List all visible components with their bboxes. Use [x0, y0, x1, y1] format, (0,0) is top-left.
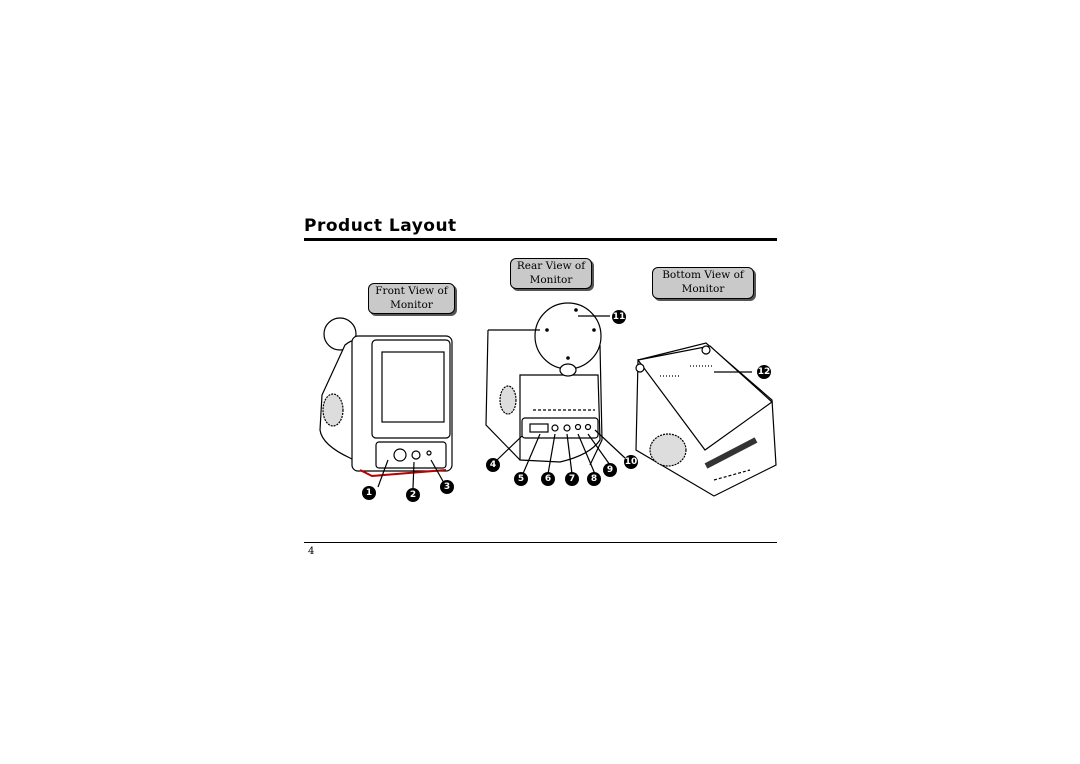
callout-9: 9 — [603, 463, 617, 477]
bottom-view-label-line1: Bottom View of — [662, 269, 744, 281]
front-view-label-line1: Front View of — [375, 285, 448, 297]
callout-7: 7 — [565, 472, 579, 486]
rear-view-label-line1: Rear View of — [516, 260, 586, 272]
callout-1: 1 — [362, 486, 376, 500]
callout-11: 11 — [612, 310, 626, 324]
rear-view-label: Rear View of Monitor — [510, 258, 592, 289]
callout-6: 6 — [541, 472, 555, 486]
front-view-monitor-illustration — [319, 317, 453, 489]
callout-4: 4 — [486, 458, 500, 472]
page-number: 4 — [308, 546, 315, 557]
rear-view-monitor-illustration — [485, 302, 626, 477]
bottom-view-label: Bottom View of Monitor — [652, 267, 754, 299]
callout-3: 3 — [440, 480, 454, 494]
front-view-label: Front View of Monitor — [368, 283, 455, 314]
callout-10: 10 — [624, 455, 638, 469]
rear-view-label-line2: Monitor — [529, 274, 573, 286]
callout-8: 8 — [587, 472, 601, 486]
page-title: Product Layout — [304, 216, 457, 236]
callout-2: 2 — [406, 488, 420, 502]
bottom-view-monitor-illustration — [635, 342, 777, 497]
callout-5: 5 — [514, 472, 528, 486]
bottom-view-label-line2: Monitor — [681, 283, 725, 295]
footer-rule — [304, 542, 777, 543]
callout-12: 12 — [757, 365, 771, 379]
title-rule — [304, 238, 777, 241]
front-view-label-line2: Monitor — [390, 299, 433, 311]
